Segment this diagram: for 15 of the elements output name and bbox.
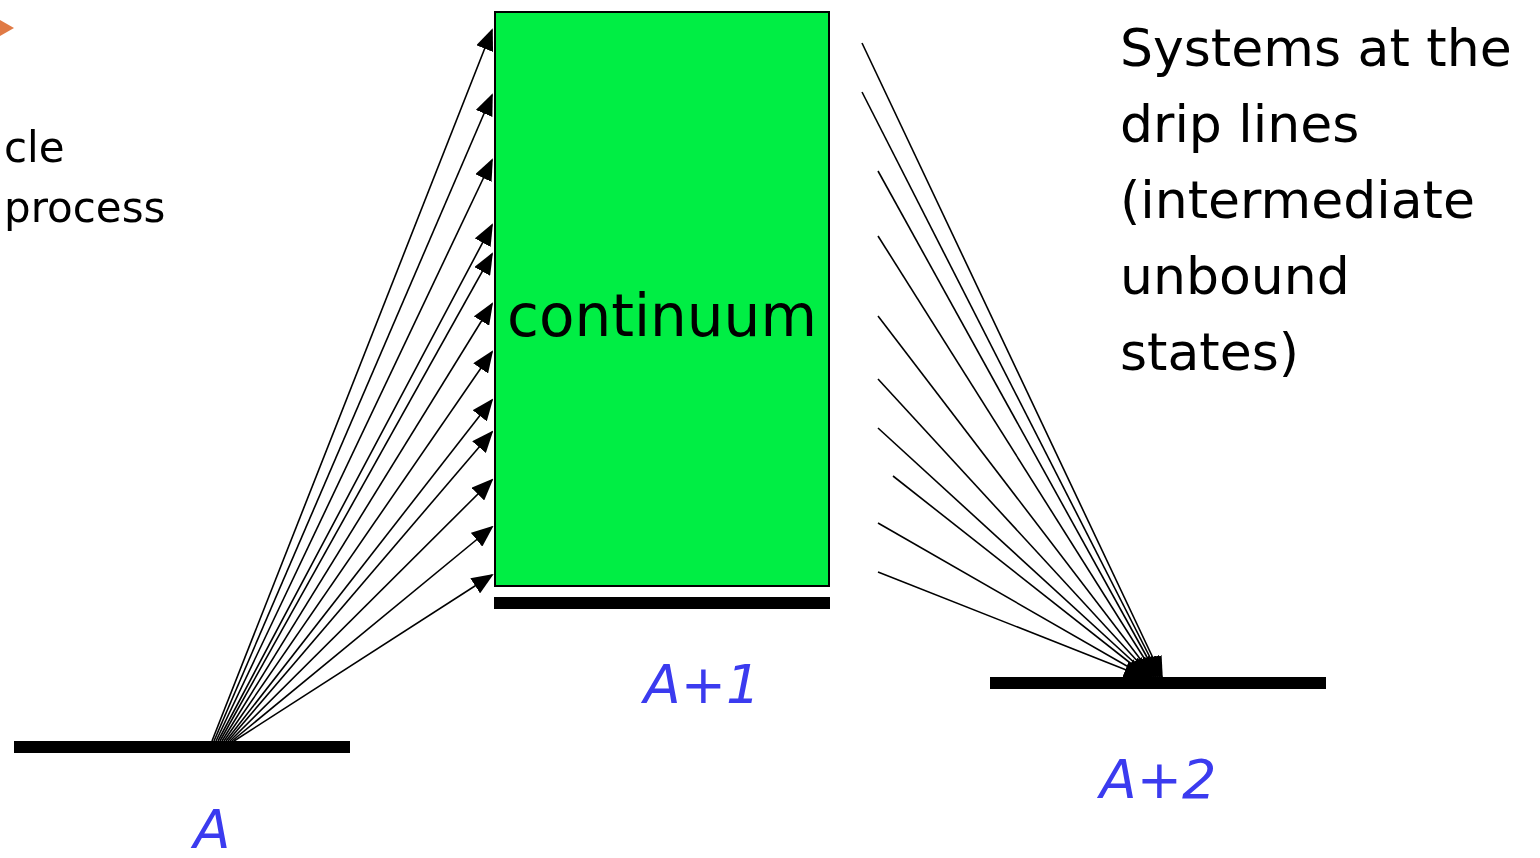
arrow [231,525,494,742]
continuum-box [494,11,830,587]
level-label: A [190,800,232,858]
arrow [877,427,1152,679]
annotation-text: Systems at the drip lines (intermediate unbound states) [1120,17,1513,384]
arrow [877,522,1148,678]
arrow [877,378,1154,679]
level-label: A+1 [640,655,762,715]
arrow [229,478,494,742]
arrow [892,475,1150,679]
continuum-label: continuum [506,283,818,349]
arrow [233,573,494,742]
level-label: A+2 [1096,750,1218,810]
note-text: cle process [4,122,167,234]
arrow [877,315,1156,679]
